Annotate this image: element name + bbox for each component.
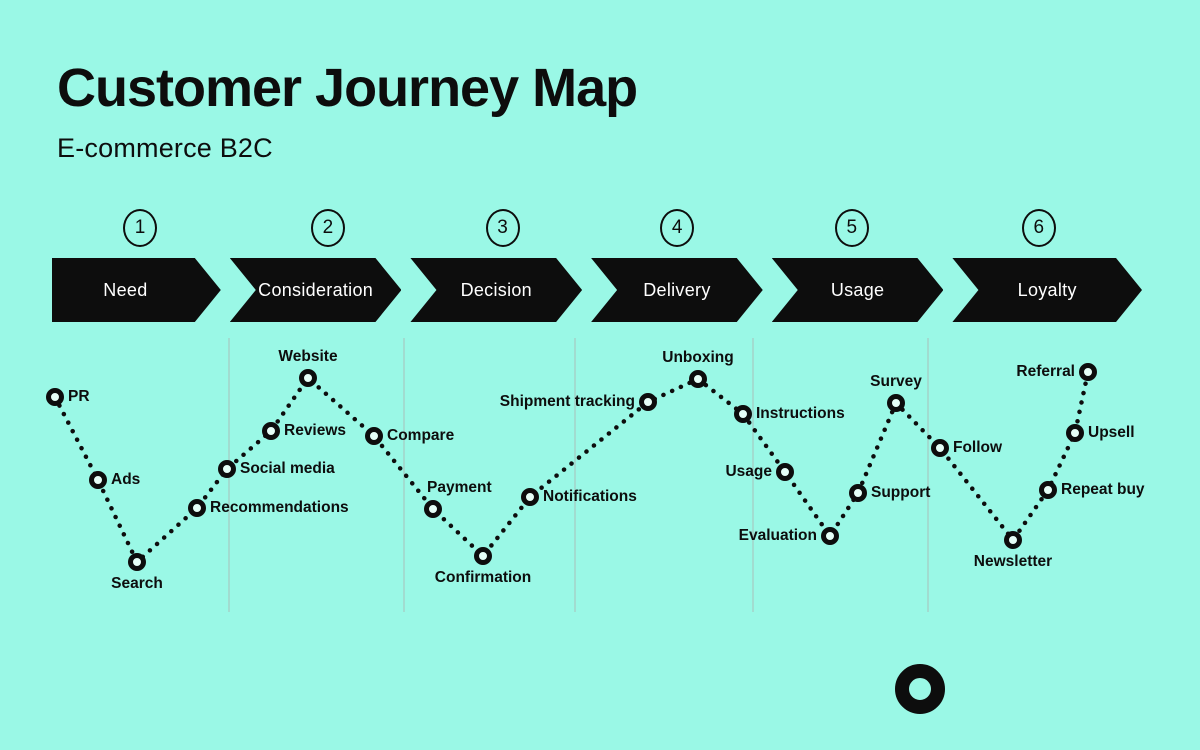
- stage-number-circle: 3: [485, 209, 520, 247]
- stage-number-circle: 2: [310, 209, 345, 247]
- stage-number-circle: 1: [123, 209, 158, 247]
- journey-point-label-support: Support: [871, 484, 931, 501]
- stage-banner-label: Consideration: [258, 279, 374, 300]
- journey-point-label-ads: Ads: [111, 471, 141, 488]
- journey-point-label-upsell: Upsell: [1088, 424, 1135, 441]
- donut-icon: [895, 664, 945, 714]
- journey-point-label-website: Website: [278, 348, 338, 365]
- header: Customer Journey Map E-commerce B2C: [57, 58, 638, 164]
- page-title: Customer Journey Map: [57, 58, 638, 118]
- journey-node-unboxing: [689, 370, 707, 388]
- stage-banner-label: Usage: [830, 279, 885, 300]
- journey-point-label-payment: Payment: [427, 479, 492, 496]
- journey-node-upsell: [1066, 424, 1084, 442]
- stage-banner-loyalty: Loyalty: [952, 258, 1142, 322]
- stage-banner-label: Need: [103, 279, 148, 300]
- journey-node-payment: [424, 500, 442, 518]
- journey-node-referral: [1079, 363, 1097, 381]
- journey-node-repeat-buy: [1039, 481, 1057, 499]
- stage-2-number-cell: 2: [245, 208, 411, 248]
- journey-point-label-pr: PR: [68, 388, 90, 405]
- stage-banner-delivery: Delivery: [591, 258, 763, 322]
- journey-point-label-survey: Survey: [870, 373, 922, 390]
- journey-node-recommendations: [188, 499, 206, 517]
- journey-node-instructions: [734, 405, 752, 423]
- journey-node-confirmation: [474, 547, 492, 565]
- stage-3-number-cell: 3: [420, 208, 586, 248]
- journey-node-website: [299, 369, 317, 387]
- stage-banner-consideration: Consideration: [230, 258, 402, 322]
- journey-point-label-instructions: Instructions: [756, 405, 845, 422]
- stage-4-number-cell: 4: [594, 208, 760, 248]
- stage-1-number-cell: 1: [44, 208, 236, 248]
- journey-point-label-newsletter: Newsletter: [973, 553, 1053, 570]
- journey-point-label-search: Search: [111, 575, 163, 592]
- stage-banner-label: Delivery: [643, 279, 711, 300]
- stage-banner-usage: Usage: [772, 258, 944, 322]
- journey-point-label-usage: Usage: [725, 463, 772, 480]
- stage-banner-need: Need: [52, 258, 221, 322]
- stage-number-circle: 4: [660, 209, 695, 247]
- journey-node-follow: [931, 439, 949, 457]
- stage-number-circle: 6: [1021, 209, 1056, 247]
- journey-node-shipment-tracking: [639, 393, 657, 411]
- journey-node-newsletter: [1004, 531, 1022, 549]
- journey-point-label-notifications: Notifications: [543, 488, 637, 505]
- journey-node-search: [128, 553, 146, 571]
- journey-node-evaluation: [821, 527, 839, 545]
- journey-node-survey: [887, 394, 905, 412]
- journey-node-compare: [365, 427, 383, 445]
- journey-point-label-recommendations: Recommendations: [210, 499, 349, 516]
- journey-node-notifications: [521, 488, 539, 506]
- journey-point-label-evaluation: Evaluation: [738, 527, 817, 544]
- journey-point-label-social-media: Social media: [240, 460, 335, 477]
- journey-point-label-compare: Compare: [387, 427, 455, 444]
- stage-numbers-row: 1 2 3 4 5 6: [44, 208, 1134, 248]
- journey-point-label-reviews: Reviews: [284, 422, 347, 439]
- journey-point-label-follow: Follow: [953, 439, 1003, 456]
- journey-point-label-unboxing: Unboxing: [662, 349, 734, 366]
- stage-5-number-cell: 5: [769, 208, 935, 248]
- journey-node-reviews: [262, 422, 280, 440]
- journey-node-social-media: [218, 460, 236, 478]
- journey-node-support: [849, 484, 867, 502]
- journey-node-ads: [89, 471, 107, 489]
- journey-node-usage: [776, 463, 794, 481]
- page-subtitle: E-commerce B2C: [57, 132, 273, 163]
- journey-point-label-shipment-tracking: Shipment tracking: [499, 393, 635, 410]
- stage-6-number-cell: 6: [944, 208, 1134, 248]
- stage-banner-label: Decision: [460, 279, 532, 300]
- stage-banner-label: Loyalty: [1017, 279, 1077, 300]
- stage-number-circle: 5: [834, 209, 869, 247]
- journey-point-label-referral: Referral: [1016, 363, 1075, 380]
- stage-banner-decision: Decision: [410, 258, 582, 322]
- journey-point-label-repeat-buy: Repeat buy: [1061, 481, 1145, 498]
- journey-point-label-confirmation: Confirmation: [434, 569, 532, 586]
- journey-node-pr: [46, 388, 64, 406]
- stage-banners-row: Need Consideration Decision Delivery Usage Lo…: [52, 258, 1142, 322]
